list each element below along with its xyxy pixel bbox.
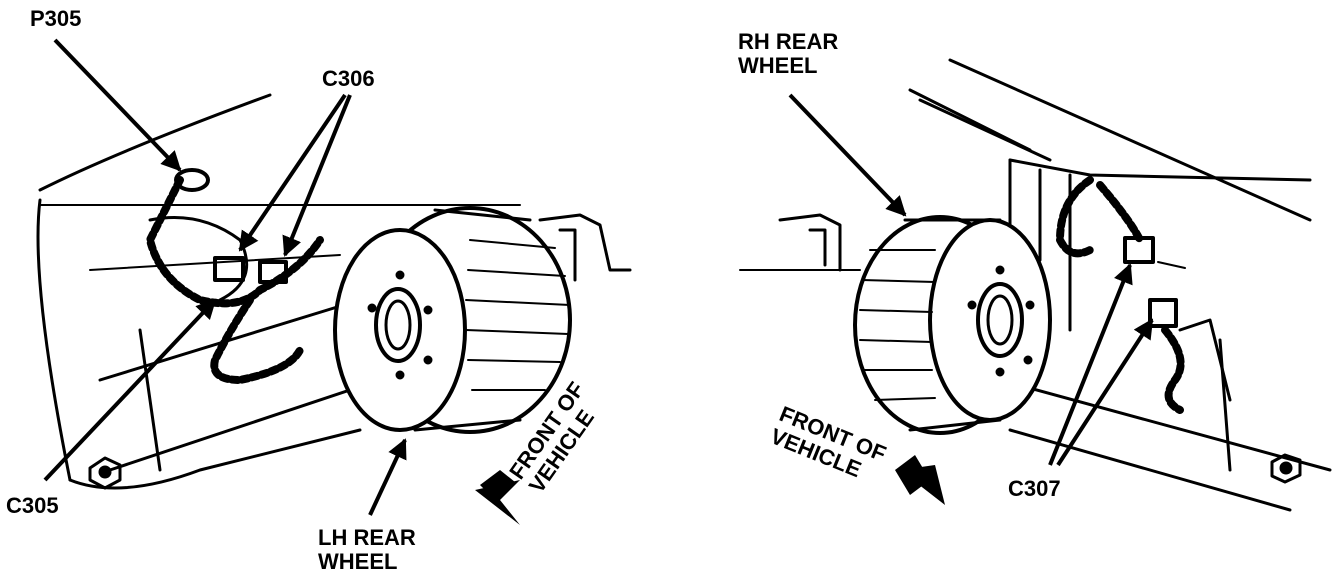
c306-leader-a bbox=[238, 93, 347, 252]
label-rh-rear-wheel: RH REAR WHEEL bbox=[738, 30, 838, 78]
p305-leader bbox=[53, 38, 182, 172]
right-assembly bbox=[739, 58, 1332, 512]
label-lh-rear-wheel-line2: WHEEL bbox=[318, 549, 398, 574]
label-c306: C306 bbox=[322, 66, 375, 91]
label-rh-rear-wheel-line1: RH REAR bbox=[738, 29, 839, 54]
leader-arrows bbox=[43, 38, 1154, 516]
c305-leader bbox=[43, 298, 217, 482]
lh-wheel-leader bbox=[368, 438, 407, 516]
label-c307: C307 bbox=[1008, 476, 1061, 501]
label-c305: C305 bbox=[6, 493, 59, 518]
c307-leader-a bbox=[1048, 263, 1133, 466]
front-arrow-right-body bbox=[895, 455, 930, 495]
label-lh-rear-wheel: LH REAR WHEEL bbox=[318, 526, 416, 574]
c307-leader-b bbox=[1056, 318, 1154, 467]
label-p305: P305 bbox=[30, 6, 82, 31]
rh-wheel-leader bbox=[788, 93, 907, 217]
label-lh-rear-wheel-line1: LH REAR bbox=[318, 525, 416, 550]
label-rh-rear-wheel-line2: WHEEL bbox=[738, 53, 818, 78]
c306-leader-b bbox=[282, 94, 352, 257]
left-assembly bbox=[36, 93, 632, 490]
front-arrow-left-body bbox=[480, 470, 515, 500]
